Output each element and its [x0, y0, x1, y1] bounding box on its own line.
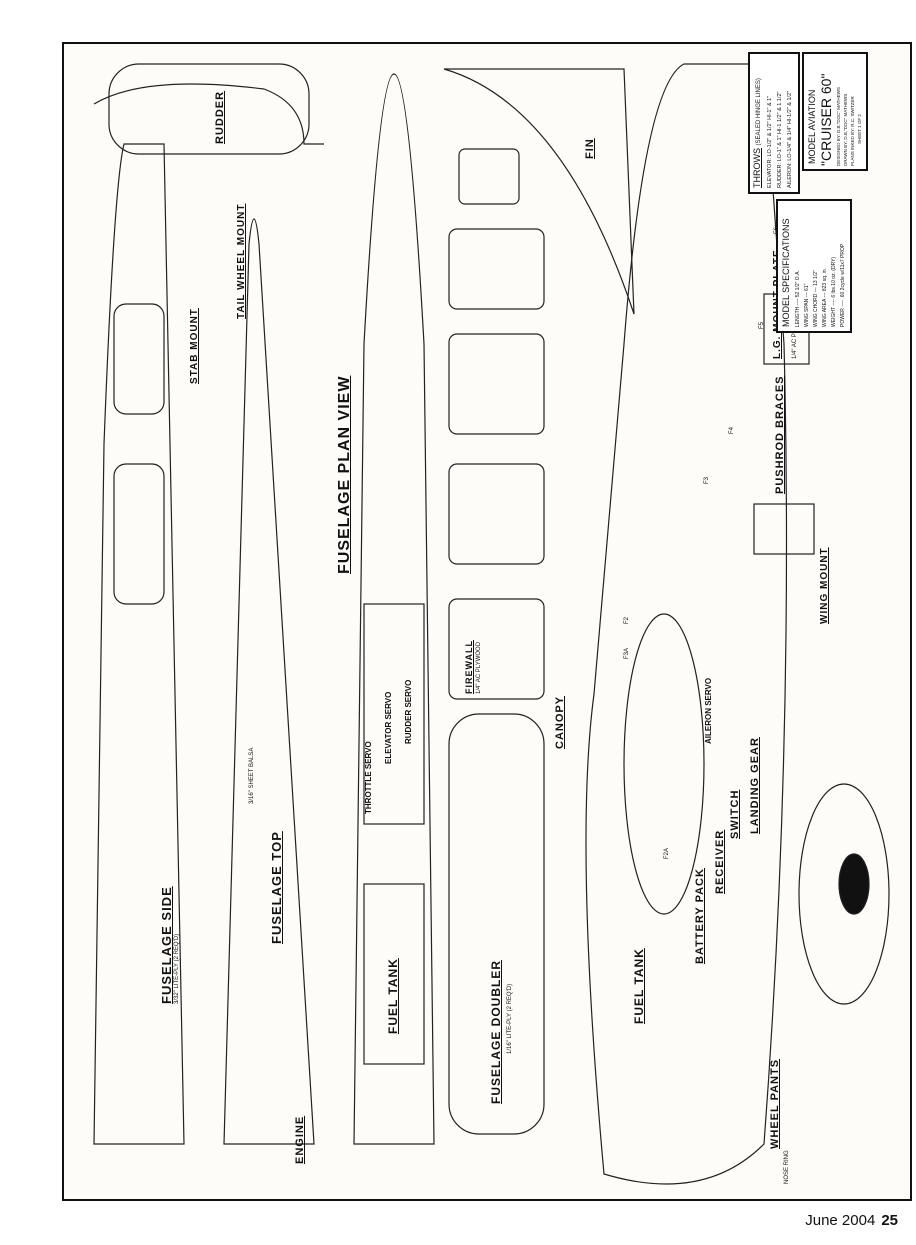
plan-drawing	[93, 63, 890, 1185]
throws-title: THROWS	[752, 148, 762, 188]
label-fin: FIN	[584, 138, 596, 159]
servo-tray	[363, 603, 425, 825]
fuselage-side-window	[113, 463, 165, 605]
doubler-part	[448, 713, 545, 1135]
spec-row: POWER ---- .60 2cycle w/11x7 PROP	[840, 243, 846, 327]
throws-box: THROWS (SEALED HINGE LINES) ELEVATOR: LO…	[748, 52, 800, 194]
former-part	[448, 463, 545, 565]
wing-mount	[753, 503, 815, 555]
spec-row: WEIGHT ---- 6 lbs.10 oz. (DRY)	[831, 256, 837, 327]
label-pushrod-braces: PUSHROD BRACES	[774, 375, 786, 494]
former-part	[458, 148, 520, 205]
label-former: F2A	[664, 847, 670, 859]
label-fuel-tank-side: FUEL TANK	[632, 948, 646, 1024]
label-throttle-servo: THROTTLE SERVO	[364, 741, 373, 814]
page-footer: June 2004 25	[805, 1212, 898, 1229]
label-former: F3A	[624, 647, 630, 659]
label-engine: ENGINE	[294, 1115, 306, 1164]
former-part	[448, 333, 545, 435]
fuel-tank-plan	[363, 883, 425, 1065]
plan-sheet: FUSELAGE SIDE 3/32" LITE-PLY (2 REQ'D) F…	[62, 42, 912, 1201]
former-part	[448, 228, 545, 310]
label-stab-mount: STAB MOUNT	[189, 308, 200, 384]
label-former: F3	[704, 476, 710, 484]
label-rudder: RUDDER	[214, 90, 226, 144]
canopy-outline	[623, 613, 705, 915]
side-view-outline	[585, 63, 788, 1185]
fin-outline	[443, 68, 635, 315]
note-fuselage-top: 3/16" SHEET BALSA	[249, 747, 255, 804]
wheel	[838, 853, 870, 915]
note-firewall: 1/4" AC PLYWOOD	[476, 641, 482, 694]
spec-row: WING CHORD --- 13 1/2"	[813, 270, 819, 327]
label-fuselage-doubler: FUSELAGE DOUBLER	[489, 959, 503, 1104]
label-canopy: CANOPY	[554, 695, 566, 749]
label-aileron-servo: AILERON SERVO	[704, 677, 713, 744]
firewall-part	[448, 598, 545, 700]
spec-row: WING AREA --- 823 sq. in.	[822, 268, 828, 327]
label-fuel-tank-plan: FUEL TANK	[386, 958, 400, 1034]
spec-row: WING SPAN --- 61"	[804, 283, 810, 327]
note-fuselage-doubler: 1/16" LITE-PLY (2 REQ'D)	[507, 983, 513, 1054]
plan-view-outline	[353, 73, 435, 1145]
page-number: 25	[881, 1212, 898, 1229]
label-switch: SWITCH	[729, 789, 741, 839]
label-fuselage-top: FUSELAGE TOP	[269, 831, 284, 944]
spec-row: LENGTH ---- 52 1/2" O.A.	[795, 270, 801, 327]
label-plan-view: FUSELAGE PLAN VIEW	[336, 375, 353, 574]
label-former: F4	[729, 426, 735, 434]
fuselage-side-window	[113, 303, 165, 415]
drawn-by: DRAWN BY: D.B."DOC" MATHEWS	[843, 93, 848, 166]
inked-by: PLANS INKED BY: R.C. SWITZER	[850, 96, 855, 166]
fuselage-top-outline	[223, 218, 315, 1145]
note-fuselage-side: 3/32" LITE-PLY (2 REQ'D)	[174, 933, 180, 1004]
throws-row: RUDDER: LO-1" & 1" HI-1 1/2" & 1 1/2"	[777, 91, 783, 188]
rudder-outline	[93, 83, 324, 145]
throws-subtitle: (SEALED HINGE LINES)	[756, 78, 762, 146]
throws-row: AILERON: LO-1/4" & 1/4" HI-1/2" & 1/2"	[787, 90, 793, 188]
label-elevator-servo: ELEVATOR SERVO	[384, 691, 393, 764]
title-block: MODEL AVIATION "CRUISER 60" DESIGNED BY:…	[802, 52, 868, 171]
label-landing-gear: LANDING GEAR	[749, 737, 761, 834]
label-fuselage-side: FUSELAGE SIDE	[159, 886, 174, 1004]
label-firewall: FIREWALL	[464, 640, 474, 694]
label-former: F5	[759, 321, 765, 329]
label-wing-mount: WING MOUNT	[819, 547, 830, 624]
label-former: F2	[624, 616, 630, 624]
specs-title: MODEL SPECIFICATIONS	[781, 218, 791, 327]
rudder-shape	[108, 63, 310, 155]
label-receiver: RECEIVER	[714, 829, 726, 894]
designed-by: DESIGNED BY: D.B."DOC" MATHEWS	[836, 87, 841, 166]
label-battery-pack: BATTERY PACK	[694, 868, 706, 964]
wheel-pant-outline	[798, 783, 890, 1005]
issue-date: June 2004	[805, 1212, 876, 1229]
model-name: "CRUISER 60"	[818, 73, 834, 166]
throws-row: ELEVATOR: LO-1/2" & 1/2" HI-1" & 1"	[767, 95, 773, 188]
sheet-number: SHEET 1 OF 2	[857, 114, 862, 144]
label-tail-wheel-mount: TAIL WHEEL MOUNT	[236, 203, 247, 319]
label-nose-ring: NOSE RING	[784, 1150, 790, 1184]
magazine-name: MODEL AVIATION	[807, 89, 817, 164]
label-wheel-pants: WHEEL PANTS	[769, 1058, 781, 1149]
specs-box: MODEL SPECIFICATIONS LENGTH ---- 52 1/2"…	[776, 199, 852, 333]
label-rudder-servo: RUDDER SERVO	[404, 679, 413, 744]
